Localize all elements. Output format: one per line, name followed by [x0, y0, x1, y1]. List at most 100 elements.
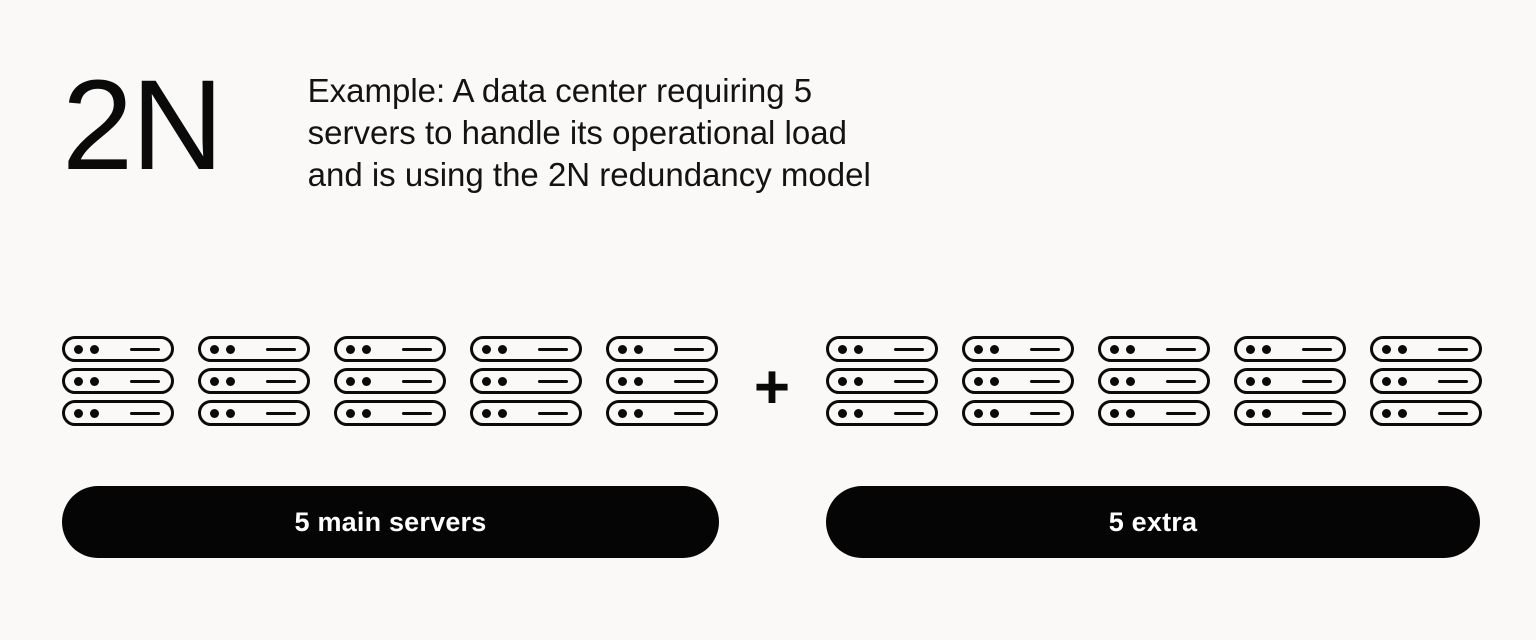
server-unit — [1234, 336, 1346, 362]
server-status-dots — [482, 344, 507, 354]
server-slot-dash-icon — [130, 379, 160, 383]
status-dot-icon — [346, 376, 355, 386]
server-status-dots — [482, 408, 507, 418]
server-status-dots — [346, 376, 371, 386]
status-dot-icon — [838, 408, 847, 418]
status-dot-icon — [1246, 376, 1255, 386]
status-dot-icon — [1126, 408, 1135, 418]
status-dot-icon — [854, 376, 863, 386]
server-status-dots — [618, 376, 643, 386]
server-status-dots — [74, 376, 99, 386]
status-dot-icon — [90, 376, 99, 386]
server-group-main — [62, 336, 718, 426]
status-dot-icon — [634, 344, 643, 354]
status-dot-icon — [1110, 344, 1119, 354]
server-status-dots — [618, 408, 643, 418]
status-dot-icon — [498, 344, 507, 354]
server-slot-dash-icon — [266, 347, 296, 351]
server-unit — [962, 368, 1074, 394]
server-group-extra — [826, 336, 1482, 426]
server-unit — [62, 400, 174, 426]
server-unit — [1370, 368, 1482, 394]
server-slot-dash-icon — [894, 379, 924, 383]
server-slot-dash-icon — [1438, 411, 1468, 415]
status-dot-icon — [226, 376, 235, 386]
server-unit — [334, 336, 446, 362]
server-unit — [1234, 368, 1346, 394]
server-status-dots — [1246, 376, 1271, 386]
server-status-dots — [1382, 376, 1407, 386]
server-slot-dash-icon — [674, 347, 704, 351]
server-status-dots — [210, 408, 235, 418]
status-dot-icon — [974, 408, 983, 418]
server-icon — [1098, 336, 1210, 426]
status-dot-icon — [1262, 376, 1271, 386]
status-dot-icon — [1382, 344, 1391, 354]
status-dot-icon — [74, 344, 83, 354]
status-dot-icon — [974, 344, 983, 354]
status-dot-icon — [362, 408, 371, 418]
server-unit — [470, 336, 582, 362]
server-slot-dash-icon — [1302, 347, 1332, 351]
server-icon — [826, 336, 938, 426]
server-status-dots — [1110, 408, 1135, 418]
status-dot-icon — [974, 376, 983, 386]
server-slot-dash-icon — [1302, 411, 1332, 415]
status-dot-icon — [854, 344, 863, 354]
status-dot-icon — [74, 408, 83, 418]
status-dot-icon — [618, 408, 627, 418]
server-slot-dash-icon — [674, 379, 704, 383]
status-dot-icon — [1382, 376, 1391, 386]
status-dot-icon — [1262, 408, 1271, 418]
server-status-dots — [1246, 408, 1271, 418]
status-dot-icon — [210, 376, 219, 386]
server-status-dots — [1382, 344, 1407, 354]
description-line-1: Example: A data center requiring 5 — [307, 72, 813, 109]
status-dot-icon — [210, 408, 219, 418]
server-unit — [826, 400, 938, 426]
server-slot-dash-icon — [1166, 411, 1196, 415]
status-dot-icon — [90, 408, 99, 418]
server-slot-dash-icon — [674, 411, 704, 415]
server-status-dots — [346, 408, 371, 418]
server-slot-dash-icon — [266, 379, 296, 383]
server-status-dots — [74, 408, 99, 418]
server-slot-dash-icon — [402, 411, 432, 415]
status-dot-icon — [618, 344, 627, 354]
status-dot-icon — [210, 344, 219, 354]
server-slot-dash-icon — [1166, 347, 1196, 351]
server-slot-dash-icon — [1030, 411, 1060, 415]
server-icon — [470, 336, 582, 426]
server-unit — [1098, 368, 1210, 394]
server-icon — [198, 336, 310, 426]
server-status-dots — [210, 344, 235, 354]
status-dot-icon — [838, 344, 847, 354]
server-status-dots — [974, 344, 999, 354]
server-slot-dash-icon — [402, 379, 432, 383]
server-unit — [1370, 400, 1482, 426]
server-slot-dash-icon — [1030, 379, 1060, 383]
server-status-dots — [838, 376, 863, 386]
server-unit — [198, 400, 310, 426]
server-unit — [606, 368, 718, 394]
server-status-dots — [838, 408, 863, 418]
status-dot-icon — [1382, 408, 1391, 418]
server-slot-dash-icon — [538, 347, 568, 351]
status-dot-icon — [1110, 376, 1119, 386]
page-title: 2N — [62, 54, 224, 197]
server-slot-dash-icon — [130, 411, 160, 415]
server-unit — [826, 368, 938, 394]
server-icon — [62, 336, 174, 426]
server-status-dots — [346, 344, 371, 354]
server-status-dots — [838, 344, 863, 354]
status-dot-icon — [1246, 344, 1255, 354]
label-pill-extra-servers: 5 extra — [826, 486, 1480, 558]
server-slot-dash-icon — [894, 347, 924, 351]
status-dot-icon — [634, 408, 643, 418]
server-status-dots — [1246, 344, 1271, 354]
label-row: 5 main servers 5 extra — [0, 486, 1536, 560]
server-status-dots — [210, 376, 235, 386]
server-slot-dash-icon — [538, 411, 568, 415]
description-line-2: servers to handle its operational load — [307, 114, 847, 151]
